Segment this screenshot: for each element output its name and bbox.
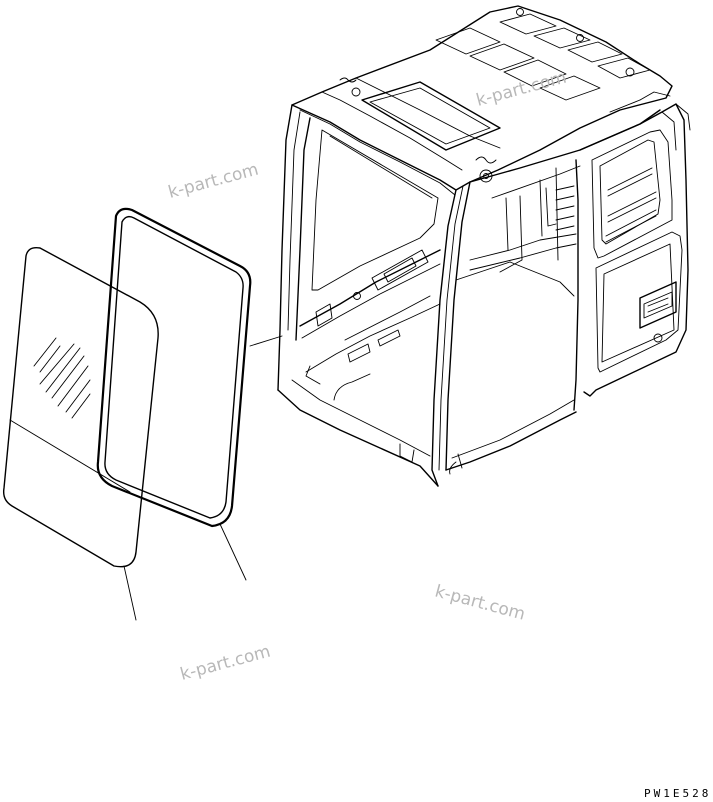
watermark-left: k-part.com	[166, 160, 261, 203]
watermark-bottom-right: k-part.com	[433, 582, 528, 625]
window-seal-icon	[96, 207, 252, 581]
watermark-bottom-left: k-part.com	[178, 642, 273, 685]
window-glass-icon	[2, 246, 159, 621]
drawing-code: PW1E528	[644, 787, 711, 800]
watermark-top-center: k-part.com	[474, 68, 569, 111]
operator-cab-icon	[249, 5, 691, 487]
